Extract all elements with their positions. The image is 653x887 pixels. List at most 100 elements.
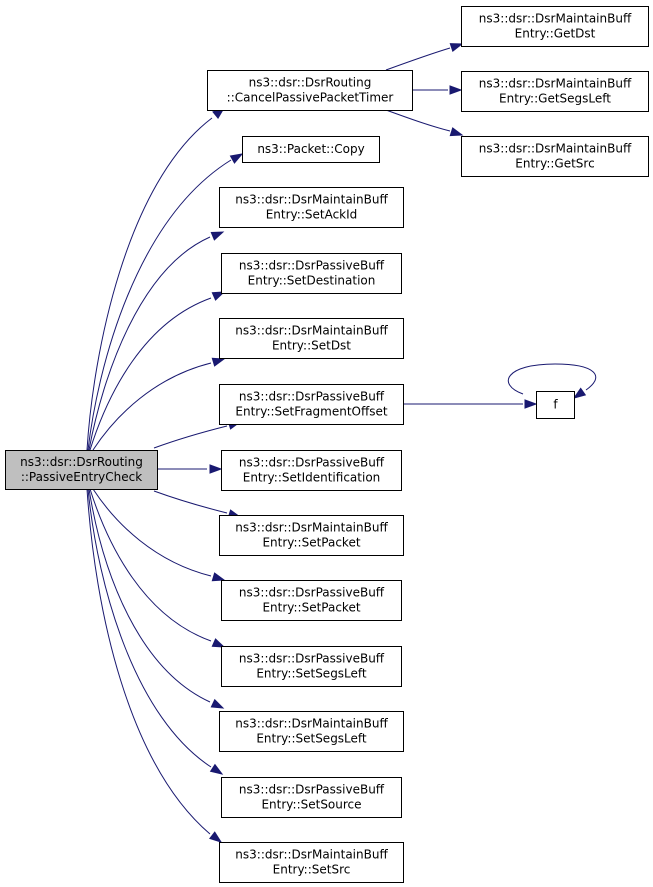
arrowhead-icon [211, 357, 226, 367]
node-copy[interactable]: ns3::Packet::Copy [242, 136, 380, 163]
arrowhead-icon [209, 831, 223, 843]
node-box[interactable] [207, 70, 413, 111]
node-box[interactable] [536, 391, 575, 419]
node-f[interactable]: f [536, 391, 575, 419]
arrowhead-icon [209, 464, 223, 474]
node-label: ns3::Packet::Copy [257, 142, 364, 156]
arrowhead-icon [449, 85, 463, 95]
node-box[interactable] [219, 515, 404, 556]
arrowhead-icon [211, 572, 226, 582]
node-label: ns3::dsr::DsrPassiveBuff [239, 390, 385, 404]
node-label: ns3::dsr::DsrMaintainBuff [235, 848, 388, 862]
arrowhead-icon [210, 231, 225, 241]
node-label: ns3::dsr::DsrMaintainBuff [235, 193, 388, 207]
node-label: ns3::dsr::DsrPassiveBuff [239, 783, 385, 797]
node-getsegsleft[interactable]: ns3::dsr::DsrMaintainBuffEntry::GetSegsL… [461, 71, 649, 112]
node-box[interactable] [5, 450, 158, 490]
node-label: Entry::SetIdentification [243, 471, 381, 485]
arrowhead-icon [211, 638, 226, 648]
edge-f-to-f [507, 363, 597, 399]
node-label: ns3::dsr::DsrPassiveBuff [239, 586, 385, 600]
node-label: ns3::dsr::DsrMaintainBuff [479, 77, 632, 91]
call-graph-edges [86, 43, 597, 843]
edge-cancel-to-getsrc [385, 109, 464, 137]
node-label: ns3::dsr::DsrMaintainBuff [235, 521, 388, 535]
node-label: Entry::SetSegsLeft [256, 732, 367, 746]
edge-root-to-copy [87, 153, 244, 451]
edge-root-to-setackid [88, 231, 225, 451]
call-graph-nodes: ns3::dsr::DsrRouting::PassiveEntryCheckn… [5, 6, 649, 883]
node-label: Entry::SetSource [261, 798, 361, 812]
node-label: ns3::dsr::DsrRouting [249, 76, 372, 90]
node-box[interactable] [461, 6, 649, 47]
edge-root-to-setsrc [86, 488, 223, 843]
node-label: ns3::dsr::DsrMaintainBuff [479, 12, 632, 26]
arrowhead-icon [210, 698, 225, 709]
arrowhead-icon [209, 763, 224, 775]
node-label: ::CancelPassivePacketTimer [227, 91, 394, 105]
edge-line [153, 425, 228, 449]
node-label: ns3::dsr::DsrPassiveBuff [239, 456, 385, 470]
node-box[interactable] [461, 136, 649, 177]
edge-root-to-cancel [86, 107, 226, 451]
node-box[interactable] [219, 711, 404, 752]
edge-line [89, 488, 212, 642]
arrowhead-icon [449, 127, 464, 137]
edge-cancel-to-getdst [385, 43, 464, 71]
node-box[interactable] [219, 842, 404, 883]
node-setidentification[interactable]: ns3::dsr::DsrPassiveBuffEntry::SetIdenti… [221, 450, 402, 491]
edge-line [87, 159, 232, 451]
edge-root-to-setsource [87, 488, 224, 775]
node-label: f [553, 398, 558, 412]
node-label: Entry::SetPacket [262, 601, 360, 615]
node-setsegsleft_m[interactable]: ns3::dsr::DsrMaintainBuffEntry::SetSegsL… [219, 711, 404, 752]
node-label: Entry::GetDst [515, 27, 596, 41]
node-label: Entry::SetFragmentOffset [235, 405, 388, 419]
node-box[interactable] [221, 777, 402, 818]
node-setpacket_m[interactable]: ns3::dsr::DsrMaintainBuffEntry::SetPacke… [219, 515, 404, 556]
node-root[interactable]: ns3::dsr::DsrRouting::PassiveEntryCheck [5, 450, 158, 490]
edge-line [88, 236, 211, 451]
node-label: ns3::dsr::DsrPassiveBuff [239, 652, 385, 666]
node-label: ns3::dsr::DsrRouting [20, 455, 143, 469]
node-box[interactable] [221, 450, 402, 491]
edge-root-to-setdestination [89, 291, 226, 451]
edge-root-to-setsegsleft_m [88, 488, 225, 709]
edge-line [507, 363, 597, 395]
edge-line [87, 488, 212, 768]
node-box[interactable] [219, 318, 404, 359]
node-setdestination[interactable]: ns3::dsr::DsrPassiveBuffEntry::SetDestin… [221, 253, 402, 294]
edge-line [89, 297, 212, 451]
node-cancel[interactable]: ns3::dsr::DsrRouting::CancelPassivePacke… [207, 70, 413, 111]
node-box[interactable] [242, 136, 380, 163]
edge-cancel-to-getsegsleft [412, 85, 463, 95]
edge-root-to-setidentification [157, 464, 223, 474]
arrowhead-icon [449, 43, 464, 53]
node-label: ns3::dsr::DsrMaintainBuff [479, 142, 632, 156]
edge-root-to-setfragmentoffset [153, 420, 242, 449]
edge-line [153, 490, 228, 514]
node-box[interactable] [221, 253, 402, 294]
node-label: Entry::SetPacket [262, 536, 360, 550]
node-setsegsleft_p[interactable]: ns3::dsr::DsrPassiveBuffEntry::SetSegsLe… [221, 646, 402, 687]
node-box[interactable] [219, 384, 404, 425]
node-box[interactable] [221, 580, 402, 621]
edge-line [86, 117, 213, 451]
node-label: ns3::dsr::DsrMaintainBuff [235, 717, 388, 731]
node-label: Entry::GetSegsLeft [499, 92, 611, 106]
node-label: ::PassiveEntryCheck [21, 470, 142, 484]
node-label: Entry::SetSegsLeft [256, 667, 367, 681]
node-label: Entry::SetDestination [248, 274, 376, 288]
node-box[interactable] [219, 187, 404, 228]
node-box[interactable] [221, 646, 402, 687]
node-box[interactable] [461, 71, 649, 112]
node-setfragmentoffset[interactable]: ns3::dsr::DsrPassiveBuffEntry::SetFragme… [219, 384, 404, 425]
edge-line [86, 488, 211, 835]
